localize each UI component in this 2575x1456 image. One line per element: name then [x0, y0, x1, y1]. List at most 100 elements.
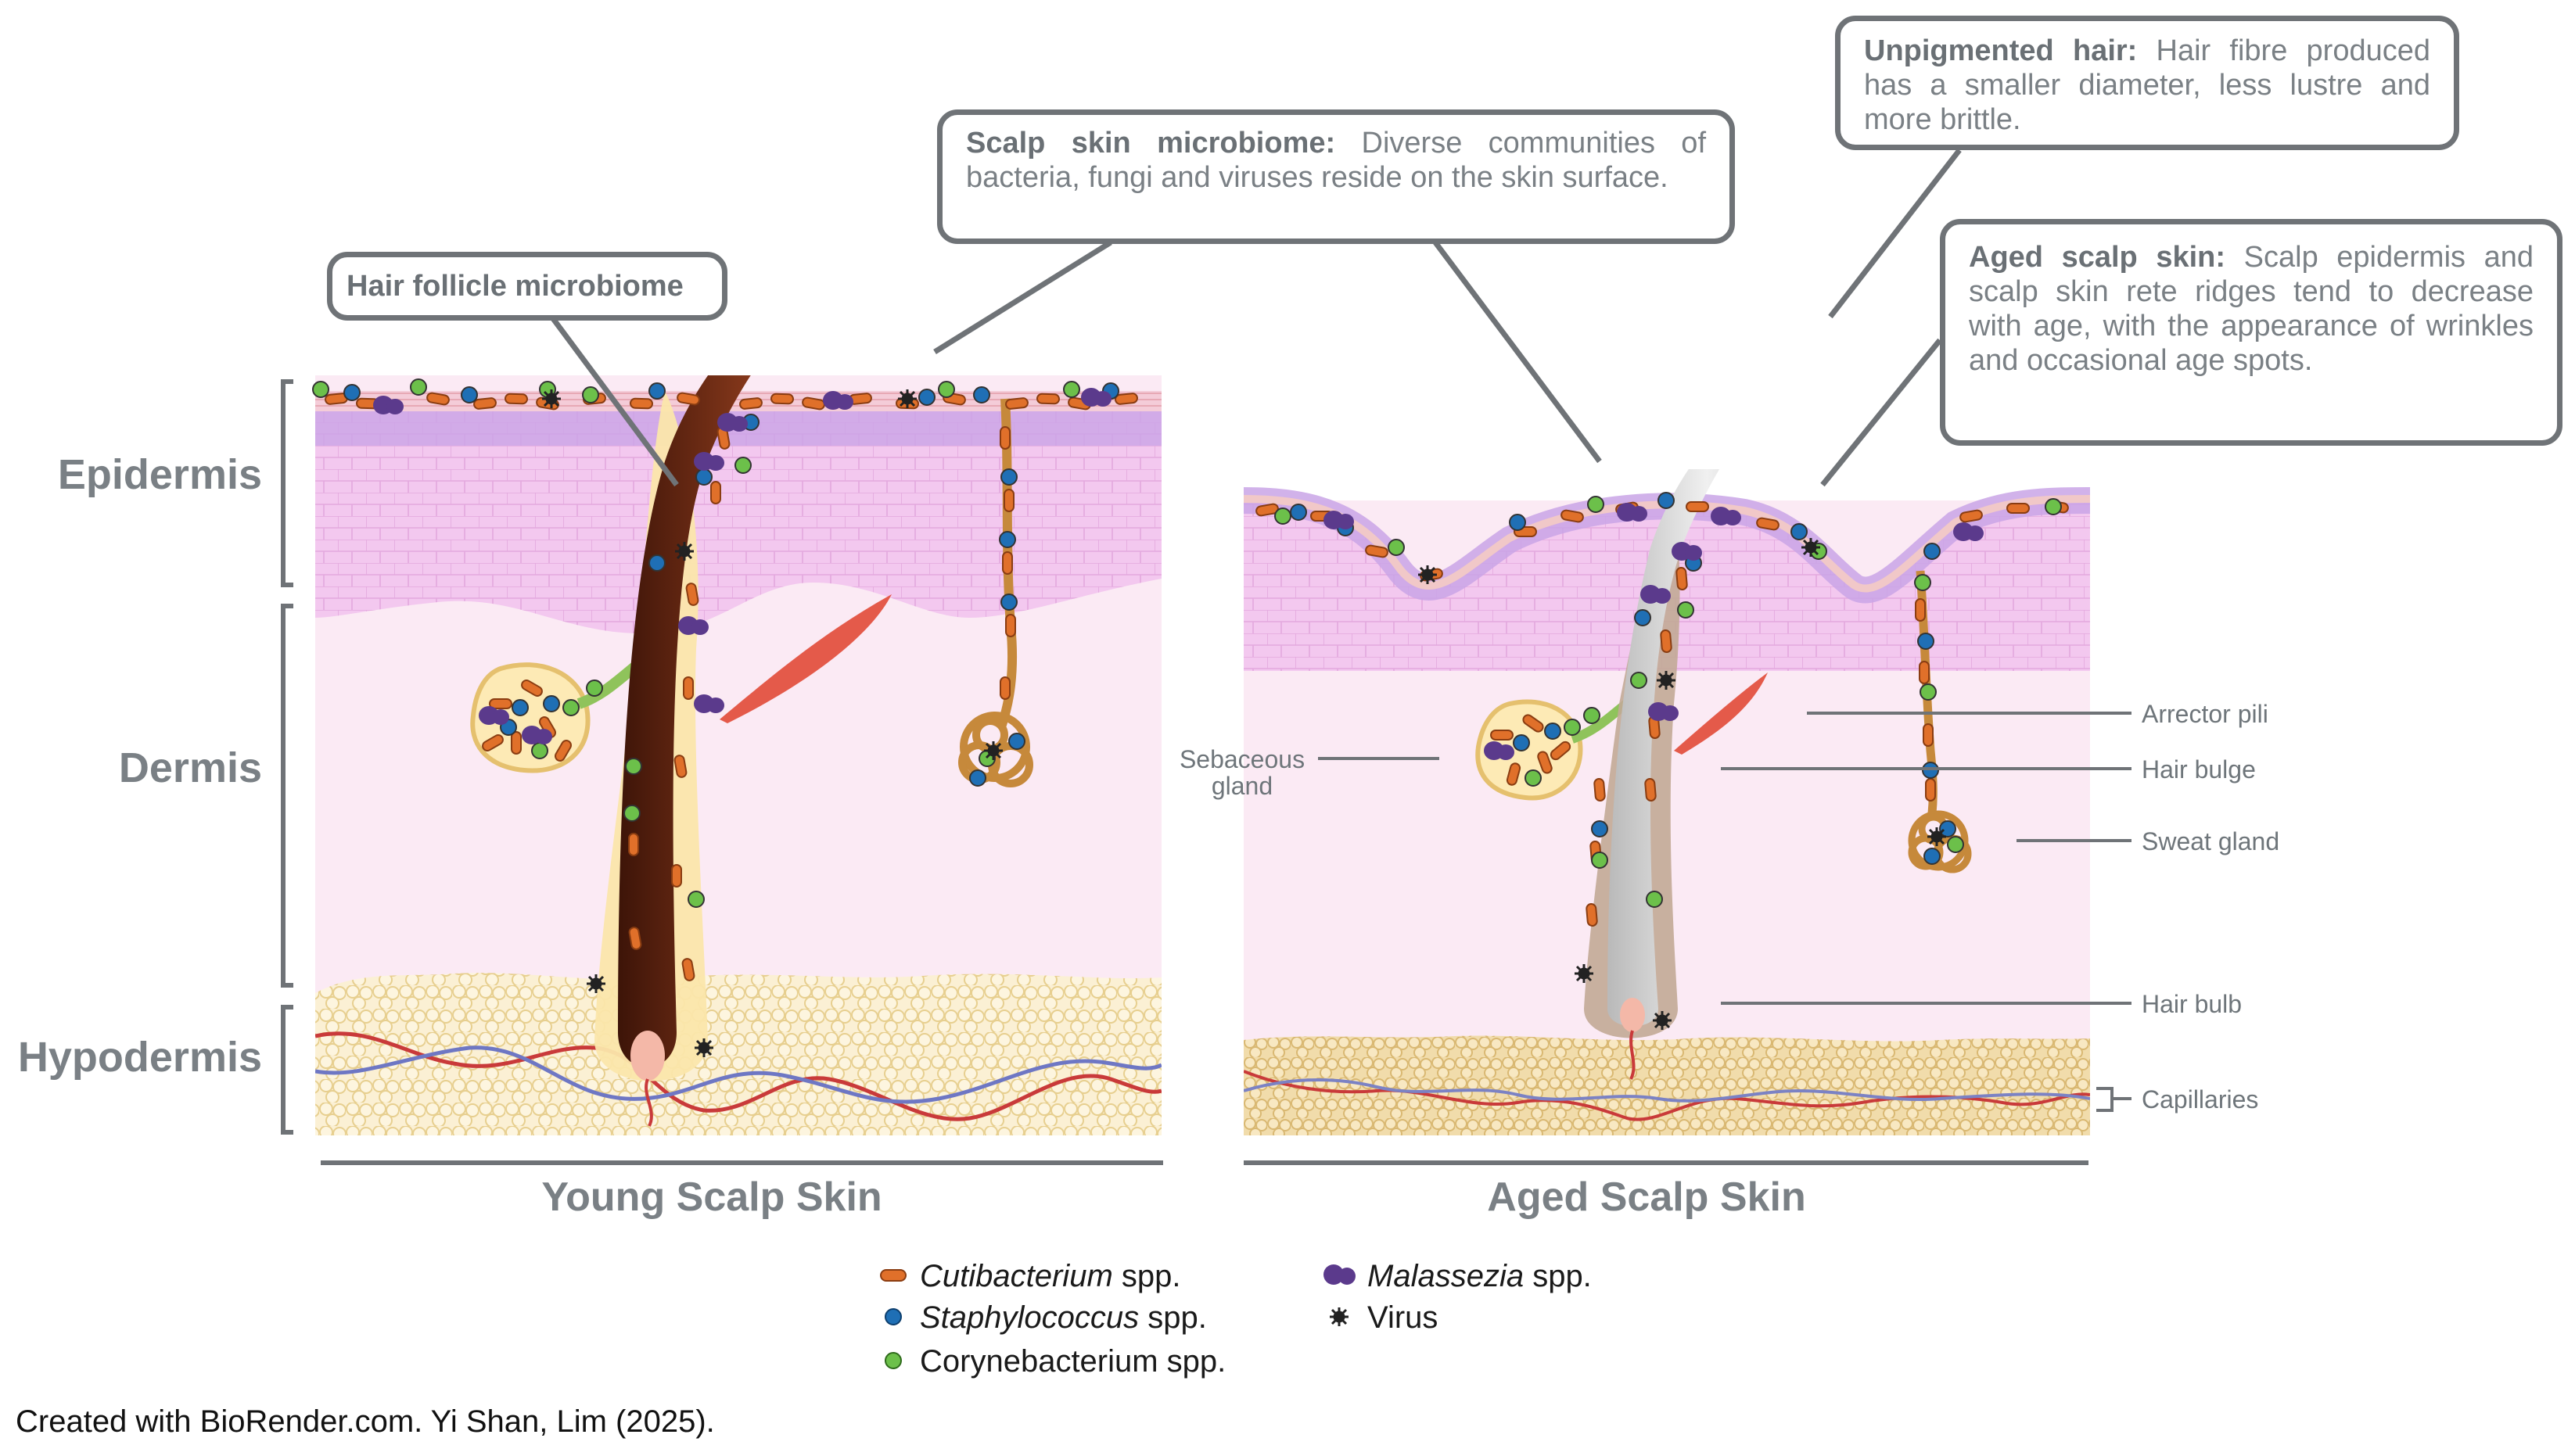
staphylococcus-marker [1544, 723, 1561, 740]
cutibacterium-marker [683, 676, 694, 700]
cutibacterium-marker [1675, 567, 1688, 590]
legend-cutibacterium: Cutibacterium spp. [880, 1259, 1180, 1293]
staphylococcus-marker [1509, 514, 1526, 531]
young-skin-section [315, 375, 1162, 1135]
aged-hypodermis [1244, 1035, 2090, 1135]
cutibacterium-icon [880, 1269, 907, 1282]
staphylococcus-marker [999, 531, 1016, 548]
cutibacterium-marker [1593, 778, 1606, 802]
staphylococcus-marker [1939, 820, 1956, 837]
cutibacterium-marker [677, 392, 700, 406]
malassezia-marker [522, 726, 552, 744]
malassezia-marker [1323, 511, 1354, 529]
staphylococcus-marker [1790, 523, 1808, 540]
label-hair-bulb: Hair bulb [2142, 990, 2242, 1018]
corynebacterium-marker [1646, 891, 1663, 908]
structure-leaders [1318, 712, 2131, 1112]
cutibacterium-marker [671, 864, 682, 888]
corynebacterium-marker [1063, 381, 1080, 398]
legend-corynebacterium: Corynebacterium spp. [885, 1344, 1226, 1379]
corynebacterium-marker [1274, 507, 1291, 525]
corynebacterium-marker [312, 381, 329, 398]
malassezia-marker [678, 616, 709, 635]
cutibacterium-marker [681, 958, 695, 981]
cutibacterium-marker [489, 698, 512, 709]
young-sebaceous-gland [470, 660, 641, 773]
cutibacterium-marker [505, 393, 528, 405]
corynebacterium-marker [1525, 769, 1542, 787]
staphylococcus-marker [1000, 468, 1018, 486]
label-arrector-pili: Arrector pili [2142, 700, 2268, 728]
legend: Cutibacterium spp. Staphylococcus spp. C… [880, 1259, 1592, 1379]
cutibacterium-marker [1002, 551, 1013, 575]
callout-scalp-microbiome-text: Diverse communities of bacteria, fungi a… [966, 127, 1706, 194]
cutibacterium-marker [802, 396, 825, 411]
cutibacterium-marker [1915, 598, 1926, 622]
cutibacterium-marker [1005, 614, 1016, 637]
malassezia-icon [1323, 1264, 1356, 1285]
malassezia-marker [1648, 702, 1679, 721]
staphylococcus-marker [648, 554, 666, 572]
callout-aged-text: Scalp epidermis and scalp skin rete ridg… [1969, 241, 2534, 377]
corynebacterium-marker [1914, 574, 1931, 591]
staphylococcus-marker [1657, 492, 1675, 509]
cutibacterium-marker [630, 397, 653, 410]
cutibacterium-marker [511, 731, 522, 755]
cutibacterium-marker [770, 393, 794, 405]
staphylococcus-marker [918, 389, 936, 406]
callout-aged-title: Aged scalp skin: [1969, 241, 2226, 274]
malassezia-marker [1953, 522, 1984, 541]
staphylococcus-marker [969, 769, 986, 787]
label-dermis: Dermis [119, 744, 262, 791]
corynebacterium-marker [562, 699, 580, 716]
virus-marker [984, 741, 1003, 760]
malassezia-marker [1711, 507, 1741, 525]
malassezia-marker [479, 706, 509, 725]
cutibacterium-marker [1550, 741, 1571, 761]
legend-malassezia: Malassezia spp. [1323, 1259, 1592, 1293]
cutibacterium-marker [1365, 544, 1388, 558]
virus-marker [898, 389, 917, 408]
label-sweat-gland: Sweat gland [2142, 827, 2279, 855]
corynebacterium-marker [1630, 672, 1647, 689]
virus-marker [1418, 565, 1437, 584]
staphylococcus-marker [1591, 820, 1608, 837]
cutibacterium-marker [1925, 778, 1936, 802]
cutibacterium-marker [1506, 762, 1521, 786]
corynebacterium-marker [410, 378, 427, 396]
cutibacterium-marker [1686, 501, 1709, 512]
staphylococcus-marker [512, 699, 529, 716]
cutibacterium-marker [1959, 509, 1983, 523]
callout-aged-scalp-skin: Aged scalp skin: Scalp epidermis and sca… [1940, 219, 2562, 446]
young-capillary-blue [315, 1045, 1162, 1104]
young-hair-bulb-papilla [630, 1031, 665, 1081]
virus-icon [1330, 1307, 1349, 1326]
callout-unpigmented-hair: Unpigmented hair: Hair fibre produced ha… [1835, 16, 2459, 150]
aged-arrector-pili [1674, 672, 1768, 755]
callout-scalp-microbiome-title: Scalp skin microbiome: [966, 127, 1336, 160]
corynebacterium-marker [623, 805, 641, 822]
staphylococcus-marker [648, 382, 666, 400]
legend-virus: Virus [1330, 1300, 1438, 1335]
virus-marker [1575, 964, 1593, 983]
young-hair-shaft [618, 375, 751, 1067]
title-aged-scalp-skin: Aged Scalp Skin [1487, 1174, 1805, 1220]
aged-hair-bulb-papilla [1620, 998, 1645, 1032]
malassezia-marker [1081, 388, 1112, 407]
cutibacterium-marker [555, 740, 572, 762]
cutibacterium-marker [1537, 751, 1553, 774]
label-hypodermis: Hypodermis [18, 1034, 262, 1081]
corynebacterium-marker [1583, 707, 1600, 724]
corynebacterium-marker [2045, 498, 2062, 515]
cutibacterium-marker [710, 481, 721, 504]
staphylococcus-marker [1513, 734, 1530, 751]
virus-marker [1927, 827, 1946, 846]
staphylococcus-marker [1000, 594, 1018, 611]
cutibacterium-marker [1004, 489, 1015, 512]
malassezia-marker [373, 396, 404, 414]
cutibacterium-marker [1586, 903, 1598, 927]
cutibacterium-marker [473, 397, 497, 410]
label-sebaceous-line1: Sebaceous [1180, 745, 1305, 773]
young-arrector-pili [720, 594, 892, 723]
corynebacterium-marker [938, 381, 955, 398]
